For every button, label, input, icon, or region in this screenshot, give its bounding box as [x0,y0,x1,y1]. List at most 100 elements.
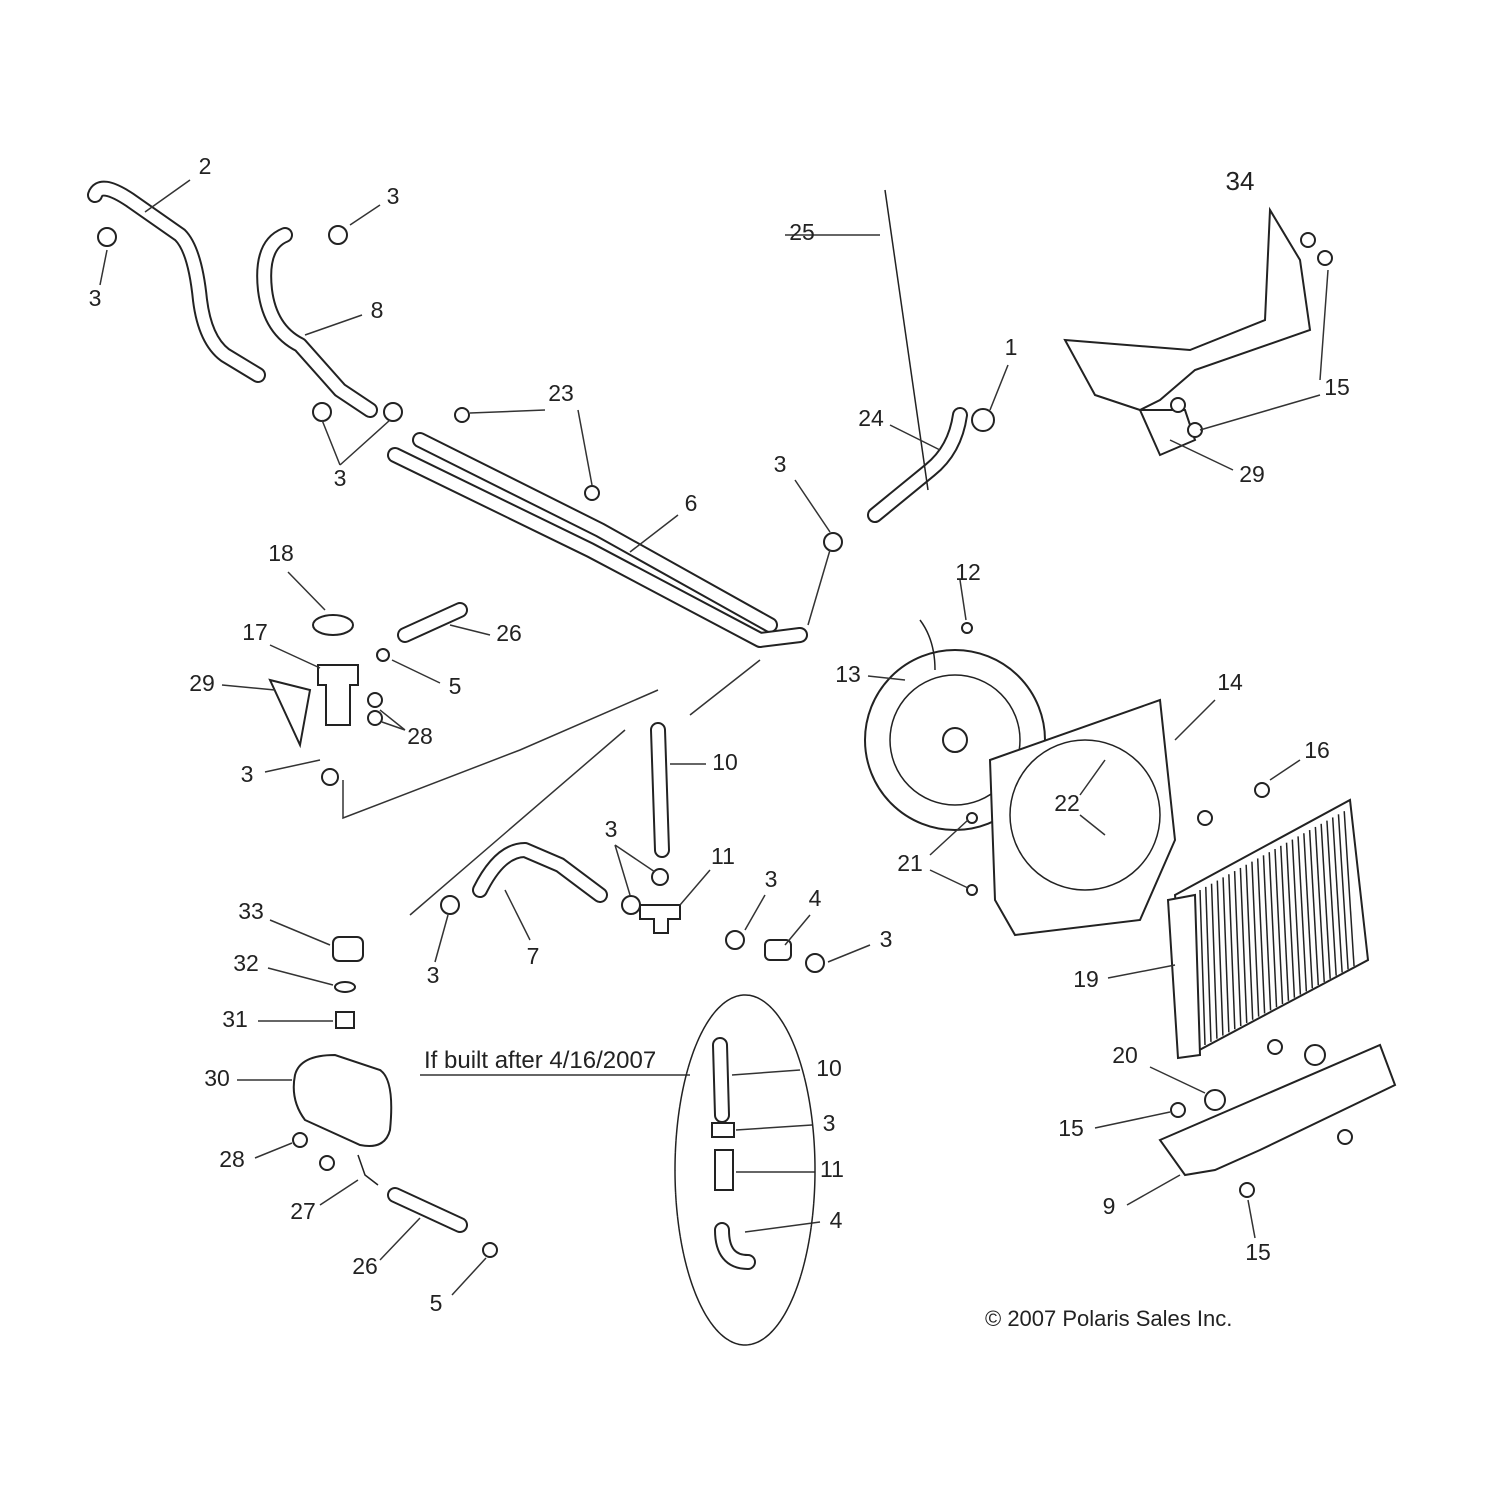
callout: 34 [1226,166,1255,196]
radiator-fin [1268,852,1278,1008]
bolt-15 [1317,250,1333,266]
hose-inner [714,1039,728,1121]
radiator-fin [1245,864,1254,1020]
radiator-fin [1233,871,1242,1027]
bracket-34 [1063,206,1312,412]
radiator-fins [1199,811,1355,1046]
radiator-fin [1314,826,1325,982]
callout: 23 [548,380,574,406]
radiator-fin [1331,817,1343,973]
parts-drawing [87,180,1397,1270]
fan-blades [889,674,1021,806]
elbow-27 [357,1154,379,1186]
bolt-28 [319,1155,335,1171]
clamp-icon [971,408,995,432]
nut-16 [1197,810,1213,826]
callout: 13 [835,661,861,687]
callout: 18 [268,540,294,566]
radiator-fin [1280,845,1290,1001]
callout: 32 [233,950,259,976]
callout: 28 [219,1146,245,1172]
bolt-23 [584,485,600,501]
callout: 4 [809,885,822,911]
radiator-fin [1251,861,1260,1017]
hose-inner [414,434,776,631]
bolt-15 [1170,397,1186,413]
callout: 5 [449,673,462,699]
clamp-inset [711,1122,735,1138]
callout: 29 [189,670,215,696]
callout: 31 [222,1006,248,1032]
fan-wire [919,619,936,671]
callout: 26 [496,620,522,646]
callout: 19 [1073,966,1099,992]
bolt-15 [1267,1039,1283,1055]
clamp-icon [725,930,745,950]
callout: 15 [1245,1239,1271,1265]
radiator-fin [1308,830,1320,986]
callout: 11 [711,843,735,869]
hose-inner [474,844,606,901]
callout: 3 [89,285,102,311]
radiator-fin [1291,839,1302,995]
callout: 21 [897,850,923,876]
fan-hub [942,727,968,753]
radiator-fin [1285,842,1296,998]
bolt-15 [1300,232,1316,248]
bolt-15 [1337,1129,1353,1145]
radiator-fin [1199,889,1206,1046]
bolt-28 [292,1132,308,1148]
bolt-15 [1170,1102,1186,1118]
callout: 17 [242,619,268,645]
radiator-fin [1337,814,1349,970]
callout: 14 [1217,669,1243,695]
callout: 10 [712,749,738,775]
callout: 22 [1054,790,1080,816]
inset-outline [674,994,816,1346]
clamp-icon [651,868,669,886]
callout: 29 [1239,461,1265,487]
callout: 25 [789,219,815,245]
clamp-icon [440,895,460,915]
callout: 11 [820,1156,844,1182]
callout: 12 [955,559,981,585]
radiator-tank [1166,893,1202,1060]
callout: 3 [241,761,254,787]
grommet-20 [1204,1089,1226,1111]
grommet-20 [1304,1044,1326,1066]
callout: 6 [685,490,698,516]
callout: 16 [1304,737,1330,763]
clamp-icon [97,227,117,247]
callout: 27 [290,1198,316,1224]
radiator-fin [1205,886,1212,1042]
screw-21 [966,884,978,896]
callout: 10 [816,1055,842,1081]
callout: 30 [204,1065,230,1091]
bracket-29 [268,678,312,749]
fitting-31 [335,1011,355,1029]
inset-note: If built after 4/16/2007 [424,1047,656,1074]
radiator-fin [1343,811,1355,967]
cable-tie-25 [884,189,929,491]
callout: 4 [830,1207,843,1233]
leader-lines [99,179,1329,1296]
callout: 3 [880,926,893,952]
callout: 24 [858,405,884,431]
hose-inner [652,724,668,856]
radiator-fin [1320,823,1331,979]
cap-33 [332,936,364,962]
callout: 2 [199,153,212,179]
clamp-icon [383,402,403,422]
callout: 8 [371,297,384,323]
coolant-reservoir-30 [292,1053,393,1147]
bracket-29-right [1138,409,1197,457]
screw-21 [966,812,978,824]
copyright-notice: © 2007 Polaris Sales Inc. [985,1306,1232,1331]
radiator-fin [1216,880,1224,1036]
callout: 5 [430,1290,443,1316]
radiator-fin [1222,877,1230,1033]
tee-fitting-11 [639,904,681,934]
callout: 3 [334,465,347,491]
